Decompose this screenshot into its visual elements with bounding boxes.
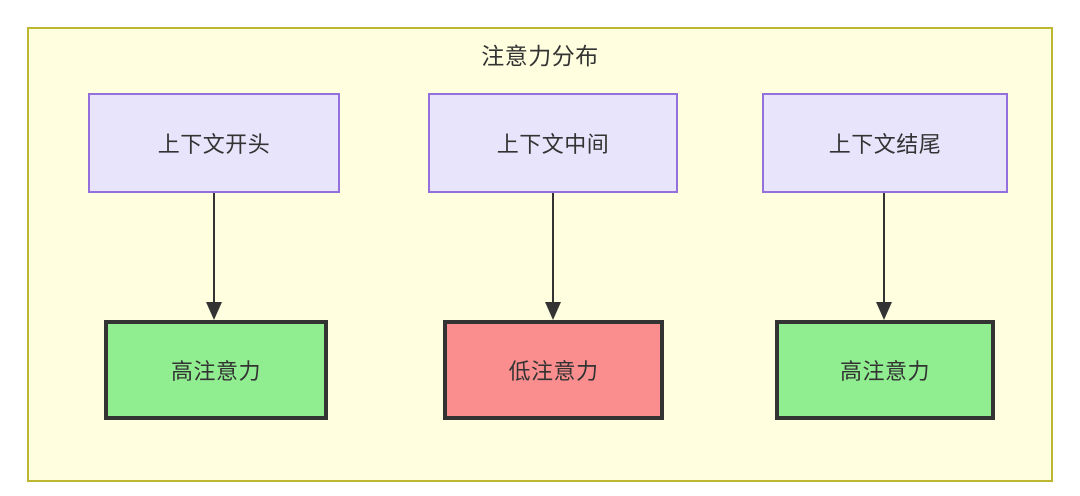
node-attention-low-middle[interactable]: 低注意力 — [443, 320, 664, 420]
node-context-middle[interactable]: 上下文中间 — [428, 93, 678, 193]
node-context-end[interactable]: 上下文结尾 — [762, 93, 1008, 193]
node-attention-high-end[interactable]: 高注意力 — [775, 320, 995, 420]
node-attention-high-start[interactable]: 高注意力 — [104, 320, 328, 420]
subgraph-title: 注意力分布 — [481, 43, 599, 69]
node-context-start[interactable]: 上下文开头 — [88, 93, 340, 193]
